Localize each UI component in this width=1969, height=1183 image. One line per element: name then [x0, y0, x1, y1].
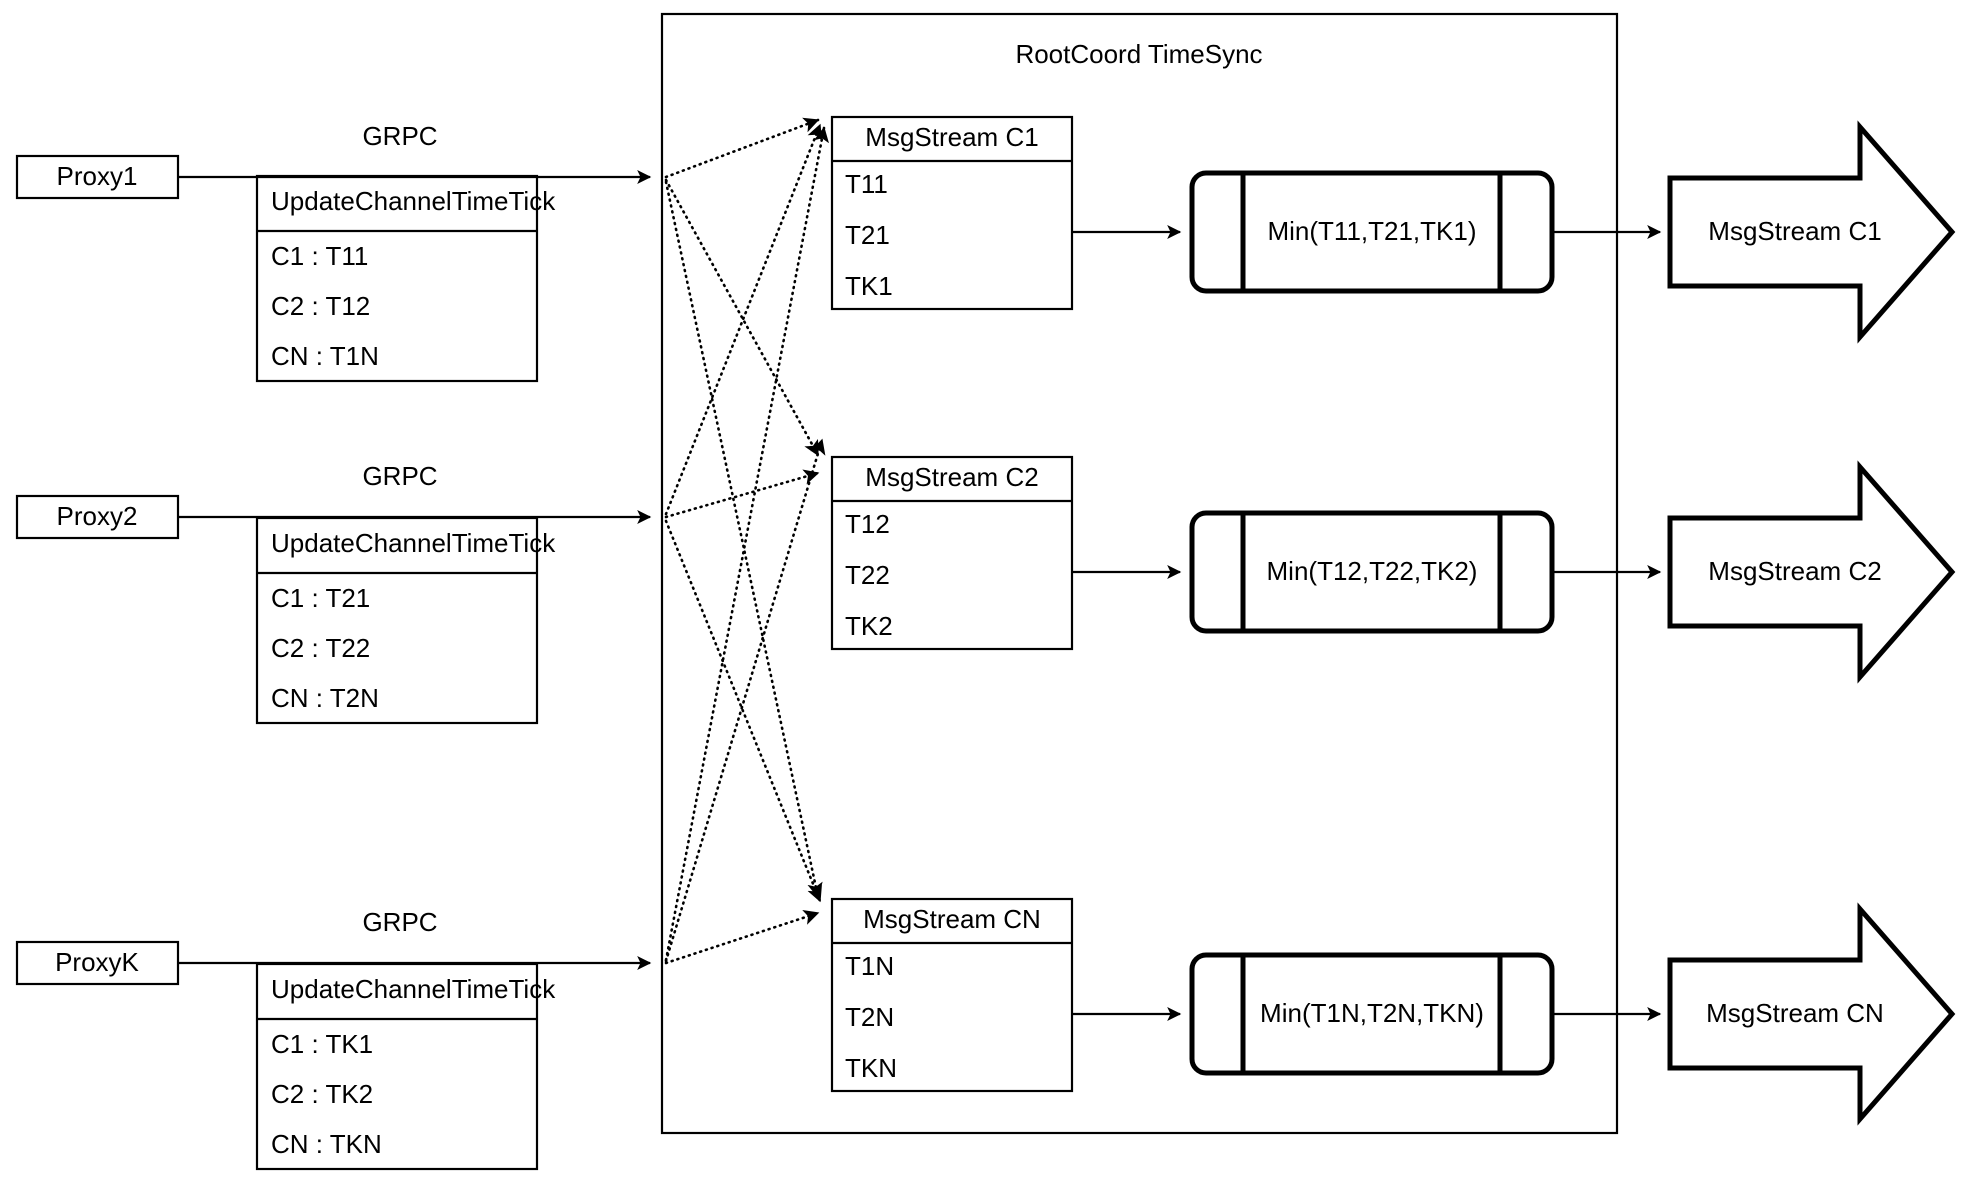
- tick-card-row-2-1: C1 : T21: [271, 583, 370, 613]
- tick-card-row-2-2: C2 : T22: [271, 633, 370, 663]
- update-channel-timetick-card-3: UpdateChannelTimeTick C1 : TK1 C2 : TK2 …: [255, 962, 556, 1171]
- msgstream-card-row-2-1: T12: [845, 509, 890, 539]
- grpc-link-label-3: GRPC: [362, 907, 437, 937]
- msgstream-card-row-2-2: T22: [845, 560, 890, 590]
- output-block-arrow-3: MsgStream CN: [1667, 902, 1956, 1126]
- proxy-box-3[interactable]: ProxyK: [15, 940, 180, 986]
- msgstream-card-1: MsgStream C1 T11 T21 TK1: [830, 115, 1074, 311]
- msgstream-card-row-1-2: T21: [845, 220, 890, 250]
- timetick-fanout-edges: [664, 117, 829, 965]
- min-process-node-1: Min(T11,T21,TK1): [1189, 170, 1555, 294]
- tick-card-row-3-2: C2 : TK2: [271, 1079, 373, 1109]
- msgstream-card-row-2-3: TK2: [845, 611, 893, 641]
- output-label-1: MsgStream C1: [1708, 216, 1881, 246]
- msgstream-card-title-2: MsgStream C2: [865, 462, 1038, 492]
- fanout-edge-p2-c2: [664, 469, 820, 519]
- fanout-edge-p2-cn: [664, 519, 822, 903]
- tick-card-title-3: UpdateChannelTimeTick: [271, 974, 556, 1004]
- tick-card-row-2-3: CN : T2N: [271, 683, 379, 713]
- min-node-label-1: Min(T11,T21,TK1): [1267, 216, 1476, 246]
- tick-card-row-1-1: C1 : T11: [271, 241, 368, 271]
- proxy-label-1: Proxy1: [57, 161, 138, 191]
- output-label-3: MsgStream CN: [1706, 998, 1884, 1028]
- update-channel-timetick-card-2: UpdateChannelTimeTick C1 : T21 C2 : T22 …: [255, 516, 556, 725]
- min-process-node-2: Min(T12,T22,TK2): [1189, 510, 1555, 634]
- fanout-edge-pk-c1: [664, 126, 829, 962]
- pipeline-row-2: Proxy2 GRPC UpdateChannelTimeTick C1 : T…: [15, 455, 1956, 725]
- min-node-label-2: Min(T12,T22,TK2): [1267, 556, 1478, 586]
- msgstream-card-2: MsgStream C2 T12 T22 TK2: [830, 455, 1074, 651]
- msgstream-card-row-3-1: T1N: [845, 951, 894, 981]
- fanout-edge-p1-cn: [664, 180, 823, 899]
- msgstream-card-title-3: MsgStream CN: [863, 904, 1041, 934]
- proxy-label-3: ProxyK: [55, 947, 139, 977]
- container-title: RootCoord TimeSync: [1015, 39, 1262, 69]
- grpc-link-label-1: GRPC: [362, 121, 437, 151]
- fanout-edge-pk-c2: [664, 438, 826, 963]
- min-node-label-3: Min(T1N,T2N,TKN): [1260, 998, 1484, 1028]
- fanout-edge-p1-c2: [664, 178, 820, 457]
- fanout-edge-pk-cn: [664, 910, 820, 965]
- msgstream-card-row-3-3: TKN: [845, 1053, 897, 1083]
- tick-card-title-2: UpdateChannelTimeTick: [271, 528, 556, 558]
- fanout-edge-p1-c1: [664, 117, 820, 179]
- pipeline-row-3: ProxyK GRPC UpdateChannelTimeTick C1 : T…: [15, 897, 1956, 1171]
- output-block-arrow-1: MsgStream C1: [1667, 120, 1956, 344]
- msgstream-card-row-1-1: T11: [845, 169, 888, 199]
- tick-card-row-3-1: C1 : TK1: [271, 1029, 373, 1059]
- msgstream-card-title-1: MsgStream C1: [865, 122, 1038, 152]
- tick-card-row-3-3: CN : TKN: [271, 1129, 382, 1159]
- output-block-arrow-2: MsgStream C2: [1667, 460, 1956, 684]
- pipeline-row-1: Proxy1 GRPC UpdateChannelTimeTick C1 : T…: [15, 115, 1956, 383]
- tick-card-row-1-2: C2 : T12: [271, 291, 370, 321]
- update-channel-timetick-card-1: UpdateChannelTimeTick C1 : T11 C2 : T12 …: [255, 174, 556, 383]
- fanout-edge-p2-c1: [664, 123, 823, 516]
- grpc-link-label-2: GRPC: [362, 461, 437, 491]
- msgstream-card-row-3-2: T2N: [845, 1002, 894, 1032]
- tick-card-row-1-3: CN : T1N: [271, 341, 379, 371]
- msgstream-card-row-1-3: TK1: [845, 271, 893, 301]
- min-process-node-3: Min(T1N,T2N,TKN): [1189, 952, 1555, 1076]
- proxy-box-1[interactable]: Proxy1: [15, 154, 180, 200]
- msgstream-card-3: MsgStream CN T1N T2N TKN: [830, 897, 1074, 1093]
- rootcoord-timesync-container: RootCoord TimeSync: [660, 12, 1619, 1135]
- tick-card-title-1: UpdateChannelTimeTick: [271, 186, 556, 216]
- output-label-2: MsgStream C2: [1708, 556, 1881, 586]
- proxy-label-2: Proxy2: [57, 501, 138, 531]
- proxy-box-2[interactable]: Proxy2: [15, 494, 180, 540]
